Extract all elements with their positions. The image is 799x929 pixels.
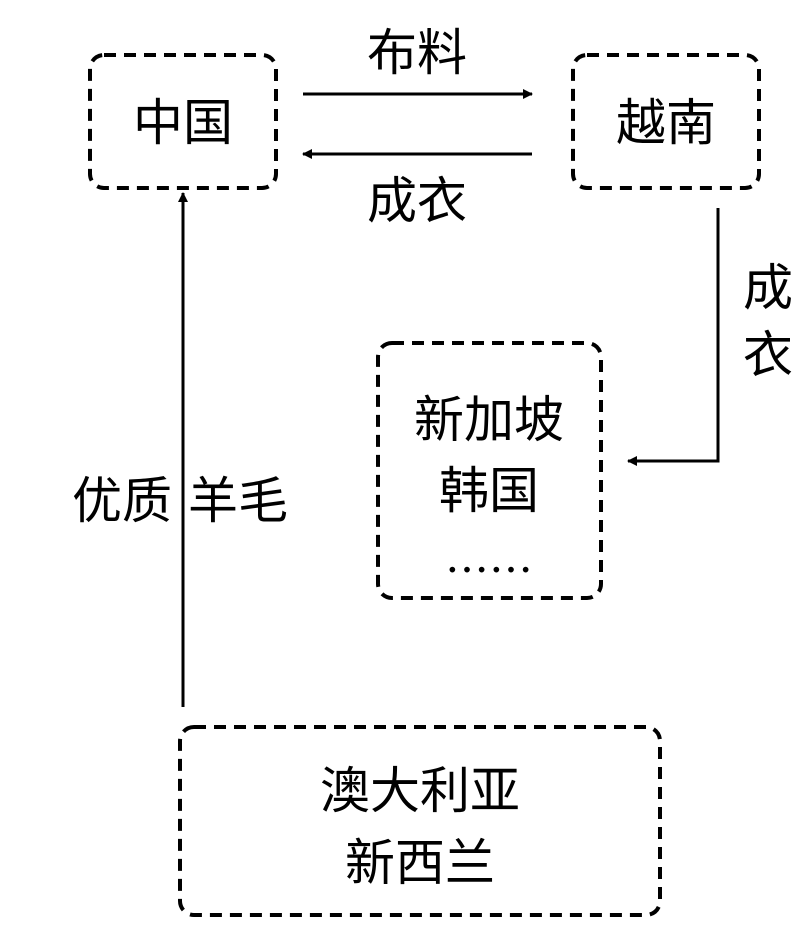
singapore-korea-node-box — [376, 341, 603, 600]
china-label: 中国 — [133, 94, 233, 152]
garments-label: 成衣 — [367, 172, 467, 230]
new-zealand-label: 新西兰 — [345, 834, 495, 892]
australia-label: 澳大利亚 — [320, 762, 520, 820]
vietnam-label: 越南 — [616, 94, 716, 152]
singapore-label: 新加坡 — [414, 391, 564, 449]
china-node-box — [88, 53, 278, 190]
quality-wool-label: 优质 羊毛 — [72, 472, 288, 530]
korea-label: 韩国 — [439, 462, 539, 520]
fabric-label: 布料 — [367, 24, 467, 82]
garments-vertical-label-2: 衣 — [743, 326, 793, 384]
vietnam-node-box — [571, 53, 761, 190]
australia-nz-node-box — [178, 725, 662, 917]
vietnam-to-singapore-korea-arrow — [627, 208, 720, 466]
ellipsis-label: …… — [445, 532, 533, 583]
garments-vertical-label-1: 成 — [743, 259, 793, 317]
